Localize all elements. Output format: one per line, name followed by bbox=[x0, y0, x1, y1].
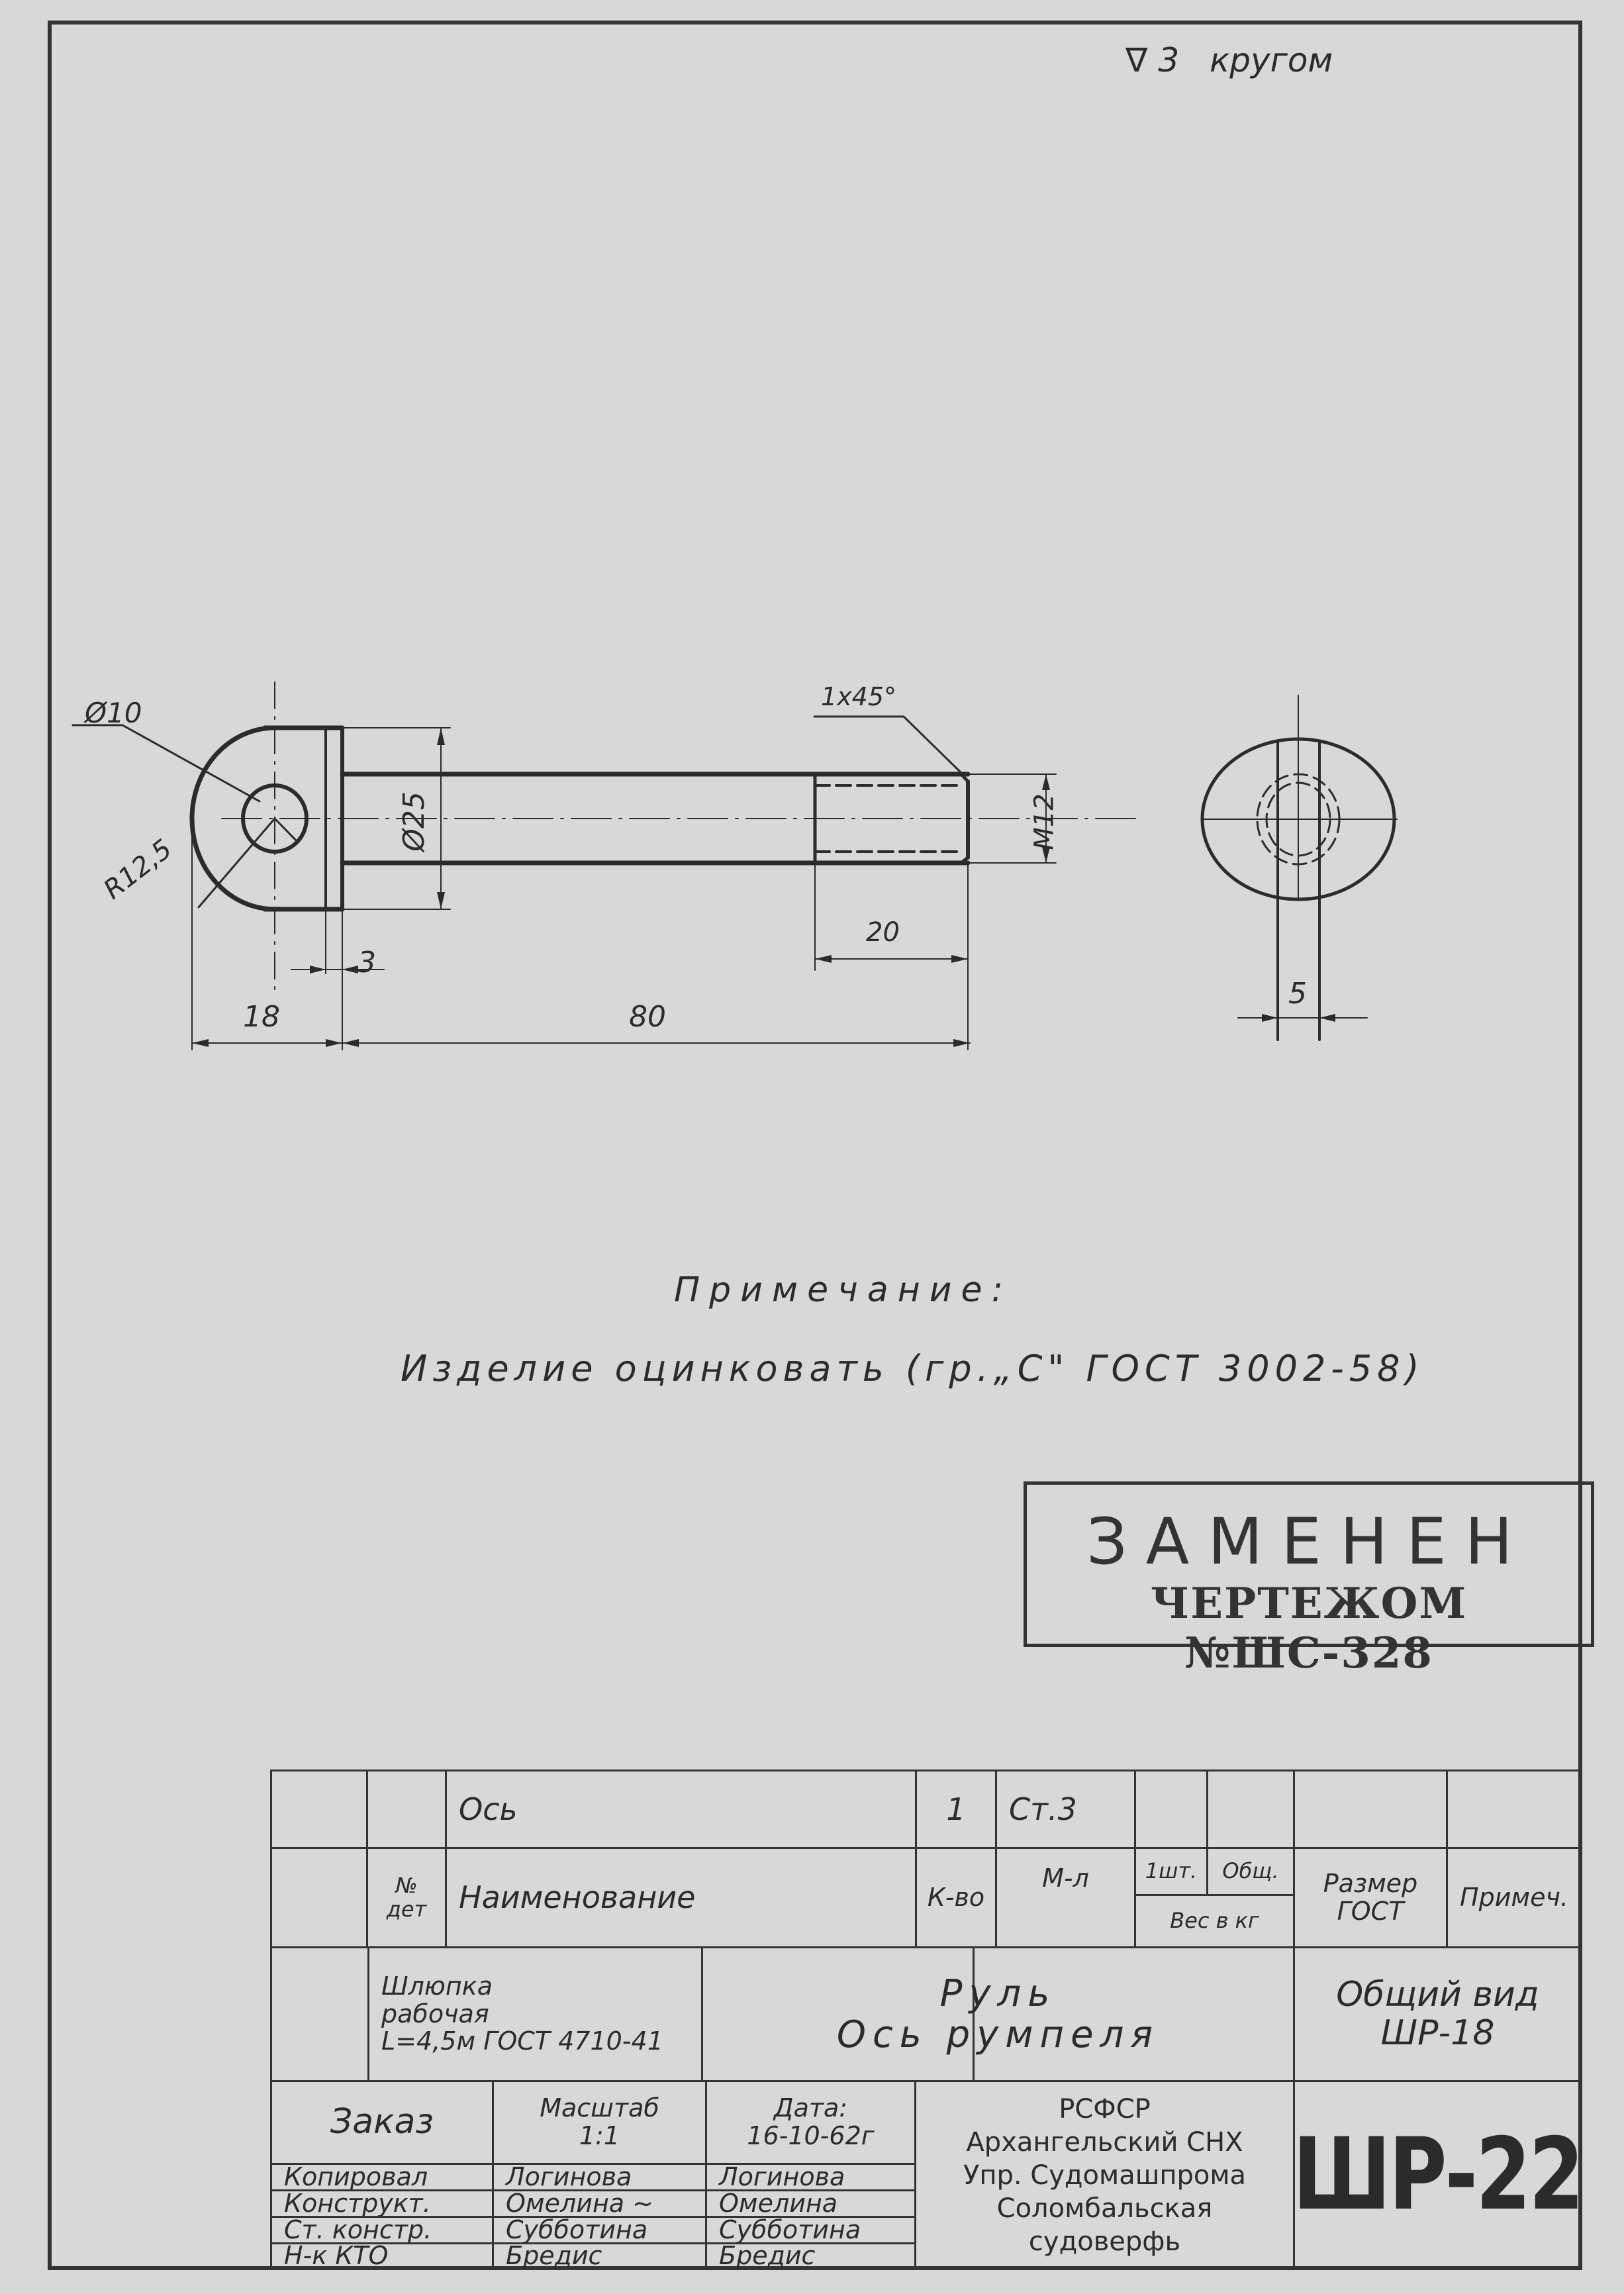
tb-pos bbox=[366, 1770, 447, 1849]
tb-sig-role-4: Н-к КТО bbox=[270, 2242, 494, 2270]
tb-sig-role-1: Копировал bbox=[270, 2163, 494, 2191]
tb-sig-signature-4: Бредис bbox=[492, 2242, 707, 2270]
tb-part-material: Ст.3 bbox=[995, 1770, 1136, 1849]
dim-shaft-length: 80 bbox=[629, 1000, 666, 1034]
tb-title-line1: Руль bbox=[939, 1971, 1057, 2015]
tb-sig-name-4: Бредис bbox=[705, 2242, 916, 2270]
tb-part-qty: 1 bbox=[915, 1770, 997, 1849]
tb-sig-signature-3: Субботина bbox=[492, 2216, 707, 2244]
tb-sig-name-1: Логинова bbox=[705, 2163, 916, 2191]
roughness-value: 3 bbox=[1158, 41, 1180, 79]
tb-header-pos: № дет bbox=[366, 1847, 447, 1948]
tb-sig-signature-2: Омелина ~ bbox=[492, 2189, 707, 2218]
dim-head-diameter: Ø25 bbox=[397, 791, 431, 852]
dim-slot-width: 5 bbox=[1288, 977, 1307, 1011]
tb-note bbox=[1446, 1770, 1582, 1849]
tb-sig-name-3: Субботина bbox=[705, 2216, 916, 2244]
tb-organization: РСФСР Архангельский СНХ Упр. Судомашпром… bbox=[914, 2080, 1295, 2270]
tb-assembly-ref: Общий вид ШР-18 bbox=[1293, 1946, 1582, 2082]
tb-part-name: Ось bbox=[445, 1770, 917, 1849]
tb-title-line2: Ось румпеля bbox=[836, 2013, 1160, 2056]
tb-org-line4: Соломбальская bbox=[996, 2193, 1213, 2224]
dim-thread: M12 bbox=[1029, 793, 1060, 850]
stamp-replaced-label: ЗАМЕНЕН bbox=[1086, 1505, 1531, 1579]
tb-assembly-line1: Общий вид bbox=[1336, 1975, 1539, 2015]
title-block: Ось 1 Ст.3 № дет Наименование К-во М-л 1… bbox=[270, 1770, 1584, 2270]
dim-head-length: 18 bbox=[243, 1000, 280, 1034]
tb-scale-value: 1:1 bbox=[579, 2121, 620, 2150]
tb-org-line1: РСФСР bbox=[1059, 2093, 1151, 2124]
tb-sig-name-2: Омелина bbox=[705, 2189, 916, 2218]
tb-product-line1: Шлюпка bbox=[381, 1971, 493, 2001]
tb-blank-2 bbox=[270, 1847, 368, 1948]
dim-thread-length: 20 bbox=[866, 917, 900, 948]
tb-drawing-number: ШР-22 bbox=[1293, 2117, 1584, 2232]
tb-header-size-gost: Размер ГОСТ bbox=[1293, 1847, 1448, 1948]
notes-text: Изделие оцинковать (гр.„С" ГОСТ 3002-58) bbox=[401, 1348, 1425, 1389]
stamp-replacement-number: ЧЕРТЕЖОМ №ШС-328 bbox=[1150, 1579, 1468, 1678]
surface-roughness-note: ∇ 3 кругом bbox=[1125, 41, 1333, 79]
tb-header-material: М-л bbox=[995, 1847, 1136, 1948]
tb-blank-1 bbox=[270, 1770, 368, 1849]
roughness-triangle-icon: ∇ bbox=[1125, 41, 1148, 79]
tb-header-qty: К-во bbox=[915, 1847, 997, 1948]
dim-chamfer: 1x45° bbox=[821, 682, 897, 711]
tb-date: Дата: 16-10-62г bbox=[705, 2080, 916, 2165]
tb-header-weight-label: Вес в кг bbox=[1134, 1894, 1295, 1948]
tb-blank-3 bbox=[270, 1946, 369, 2082]
roughness-text: кругом bbox=[1210, 41, 1333, 79]
tb-header-note: Примеч. bbox=[1446, 1847, 1582, 1948]
dim-collar-thickness: 3 bbox=[358, 946, 376, 979]
tb-drawing-title: Руль Ось румпеля bbox=[701, 1946, 1295, 2082]
tb-scale: Масштаб 1:1 bbox=[492, 2080, 707, 2165]
tb-org-line2: Архангельский СНХ bbox=[966, 2126, 1243, 2158]
tb-date-value: 16-10-62г bbox=[747, 2121, 875, 2150]
tb-drawing-number-cell: ШР-22 bbox=[1293, 2080, 1584, 2270]
notes-heading: Примечание: bbox=[674, 1270, 1013, 1310]
tb-org-line5: судоверфь bbox=[1028, 2226, 1181, 2257]
tb-order-label: Заказ bbox=[270, 2080, 494, 2165]
tb-date-label: Дата: bbox=[773, 2093, 848, 2123]
tb-org-line3: Упр. Судомашпрома bbox=[963, 2160, 1247, 2191]
tb-product: Шлюпка рабочая L=4,5м ГОСТ 4710-41 bbox=[367, 1946, 975, 2082]
tb-header-weight-unit: 1шт. bbox=[1134, 1847, 1208, 1896]
tb-sig-role-2: Конструкт. bbox=[270, 2189, 494, 2218]
dim-hole-diameter: Ø10 bbox=[85, 697, 142, 729]
tb-weight-unit bbox=[1134, 1770, 1208, 1849]
tb-scale-label: Масштаб bbox=[540, 2093, 659, 2123]
replaced-stamp: ЗАМЕНЕН ЧЕРТЕЖОМ №ШС-328 bbox=[1024, 1481, 1594, 1678]
tb-weight-total bbox=[1206, 1770, 1295, 1849]
tb-assembly-line2: ШР-18 bbox=[1380, 2013, 1495, 2053]
tb-sig-role-3: Ст. констр. bbox=[270, 2216, 494, 2244]
tb-size-gost bbox=[1293, 1770, 1448, 1849]
tb-header-name: Наименование bbox=[445, 1847, 917, 1948]
tb-product-line3: L=4,5м ГОСТ 4710-41 bbox=[381, 2026, 663, 2056]
tb-sig-signature-1: Логинова bbox=[492, 2163, 707, 2191]
tb-header-weight-total: Общ. bbox=[1206, 1847, 1295, 1896]
tb-product-line2: рабочая bbox=[381, 1999, 489, 2028]
